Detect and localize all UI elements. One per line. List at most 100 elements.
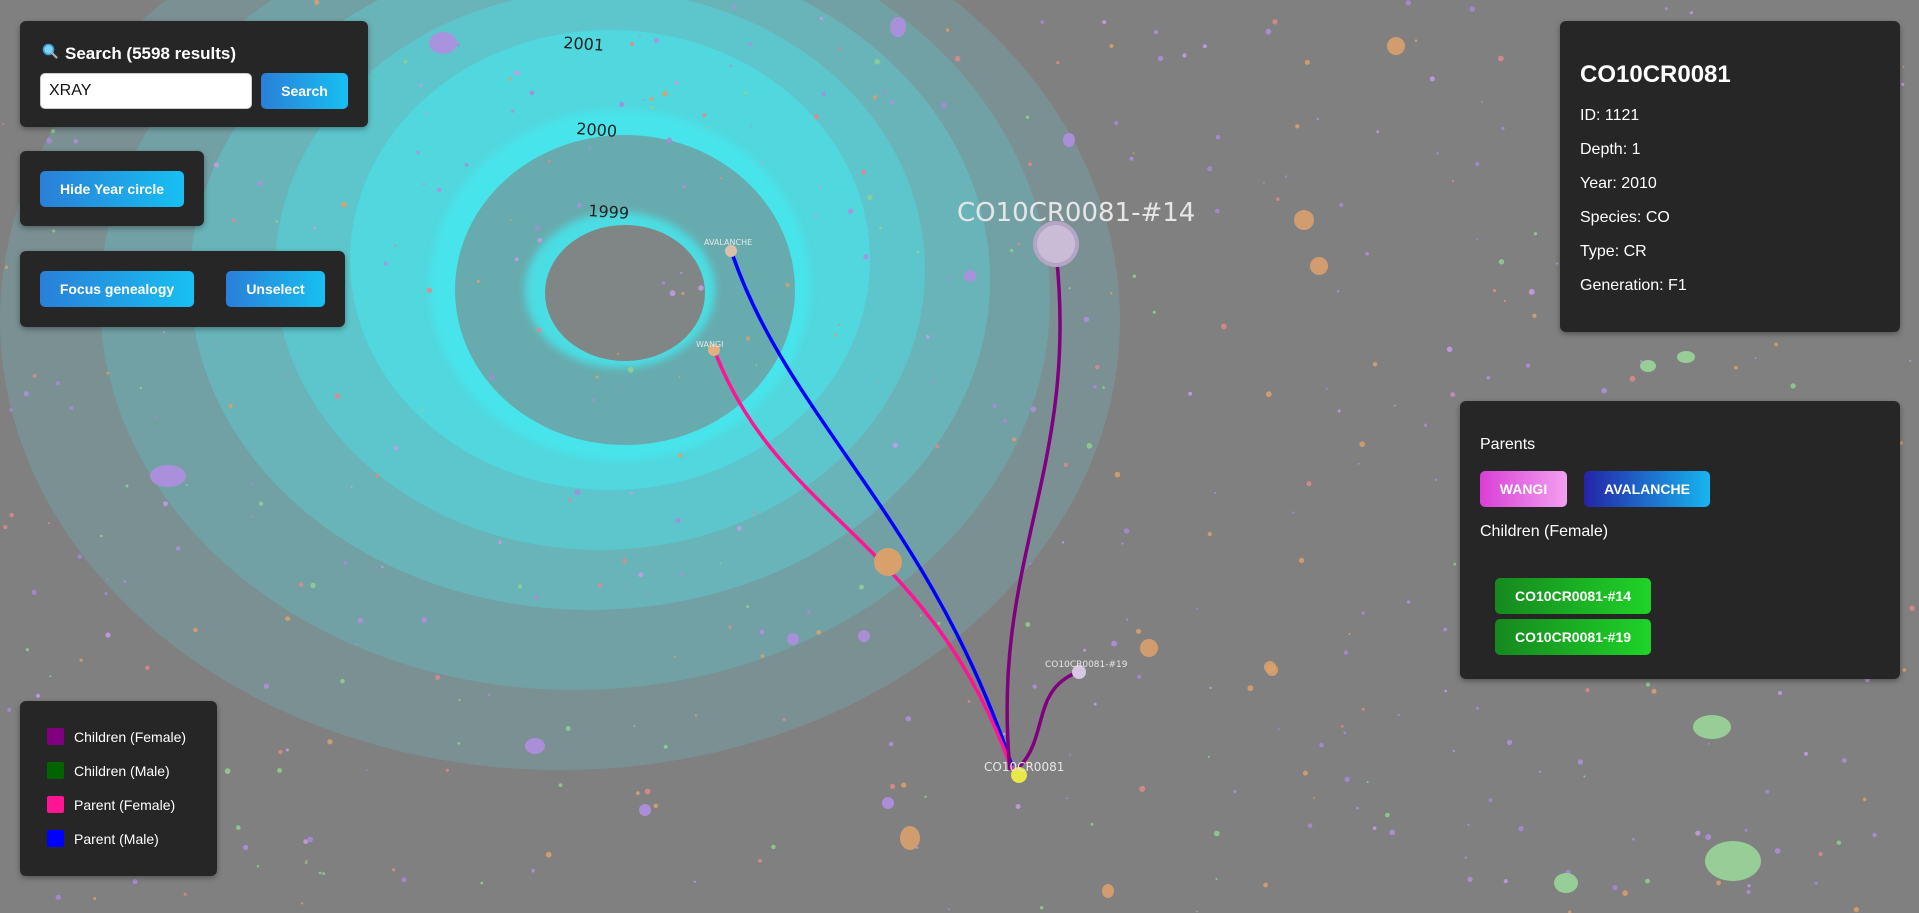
background-node <box>1446 346 1453 353</box>
background-node <box>1394 404 1396 407</box>
background-node <box>1716 880 1721 886</box>
background-node <box>393 446 399 451</box>
search-button[interactable]: Search <box>261 73 348 109</box>
background-node <box>243 844 249 851</box>
background-node <box>834 333 837 337</box>
background-node <box>682 184 686 189</box>
background-node <box>383 261 388 266</box>
background-node <box>1842 758 1847 763</box>
background-node <box>498 540 502 545</box>
background-node <box>458 698 461 702</box>
background-node <box>489 374 495 380</box>
background-node <box>1302 770 1308 776</box>
background-node <box>1406 600 1411 604</box>
background-node <box>9 408 13 412</box>
background-node <box>1114 471 1121 478</box>
background-node <box>728 625 732 629</box>
background-node <box>674 655 676 658</box>
background-node <box>548 159 551 163</box>
background-node <box>916 846 919 849</box>
background-node <box>1361 611 1365 615</box>
background-node <box>1063 133 1075 147</box>
background-node <box>1313 797 1316 799</box>
background-node <box>1862 797 1867 802</box>
background-node <box>1030 406 1037 413</box>
background-node <box>1032 684 1037 689</box>
background-node <box>23 391 29 397</box>
background-node <box>1778 691 1782 695</box>
background-node <box>1434 478 1438 481</box>
background-node <box>1111 640 1117 647</box>
background-node <box>1503 879 1508 884</box>
background-node <box>749 125 752 128</box>
focus-genealogy-button[interactable]: Focus genealogy <box>40 271 194 307</box>
background-node <box>162 501 168 507</box>
background-node <box>1376 130 1380 134</box>
background-node <box>1207 531 1213 537</box>
background-node <box>508 77 512 81</box>
background-node <box>745 336 751 341</box>
background-node <box>374 566 377 570</box>
background-node <box>807 610 811 615</box>
background-node <box>1040 20 1045 24</box>
background-node <box>948 276 952 280</box>
background-node <box>394 244 397 247</box>
background-node <box>421 617 428 624</box>
background-node <box>1202 44 1207 49</box>
background-node <box>1475 706 1479 710</box>
background-node <box>1017 242 1021 246</box>
background-node <box>595 375 599 379</box>
background-node <box>366 769 368 771</box>
background-node <box>1359 441 1365 448</box>
background-node <box>1196 910 1198 913</box>
background-node <box>1310 257 1328 275</box>
parent-button-wangi[interactable]: WANGI <box>1480 471 1567 507</box>
background-node <box>224 768 231 774</box>
node-parent-avalanche[interactable] <box>725 245 737 257</box>
background-node <box>145 665 150 670</box>
background-node <box>1214 491 1217 494</box>
background-node <box>77 554 82 559</box>
child-button-19[interactable]: CO10CR0081-#19 <box>1495 619 1651 655</box>
background-node <box>307 836 314 843</box>
node-label-wangi: WANGI <box>696 340 724 349</box>
background-node <box>924 795 927 798</box>
background-node <box>678 376 681 379</box>
hide-year-circle-button[interactable]: Hide Year circle <box>40 171 184 207</box>
unselect-button[interactable]: Unselect <box>226 271 325 307</box>
background-node <box>937 621 941 625</box>
background-node <box>1585 688 1590 693</box>
background-node <box>1086 443 1093 449</box>
background-node <box>79 658 83 662</box>
parent-button-avalanche[interactable]: AVALANCHE <box>1584 471 1710 507</box>
legend-item-parent-male: Parent (Male) <box>47 830 159 847</box>
background-node <box>301 902 304 905</box>
background-node <box>545 851 552 858</box>
background-node <box>457 742 461 745</box>
background-node <box>1114 121 1119 126</box>
background-node <box>867 194 873 200</box>
background-node <box>487 693 491 697</box>
background-node <box>1247 685 1254 692</box>
node-child-14[interactable] <box>1033 221 1079 267</box>
background-node <box>1556 262 1559 265</box>
background-node <box>1061 541 1065 544</box>
background-node <box>574 489 581 496</box>
background-node <box>298 582 304 587</box>
background-node <box>1480 101 1483 103</box>
background-node <box>1533 232 1538 236</box>
node-orange[interactable] <box>874 548 902 576</box>
node-parent-wangi[interactable] <box>708 344 720 356</box>
background-node <box>214 345 217 348</box>
child-button-14[interactable]: CO10CR0081-#14 <box>1495 578 1651 614</box>
link-child-19 <box>1014 670 1079 772</box>
background-node <box>702 113 707 118</box>
node-selected[interactable] <box>1011 767 1027 783</box>
background-node <box>1132 274 1137 278</box>
node-child-19[interactable] <box>1072 665 1086 679</box>
background-node <box>55 894 61 900</box>
link-parent-female <box>713 351 1014 771</box>
search-input[interactable] <box>40 73 252 109</box>
background-node <box>890 395 894 398</box>
genealogy-controls-panel: Focus genealogy Unselect <box>20 251 345 327</box>
